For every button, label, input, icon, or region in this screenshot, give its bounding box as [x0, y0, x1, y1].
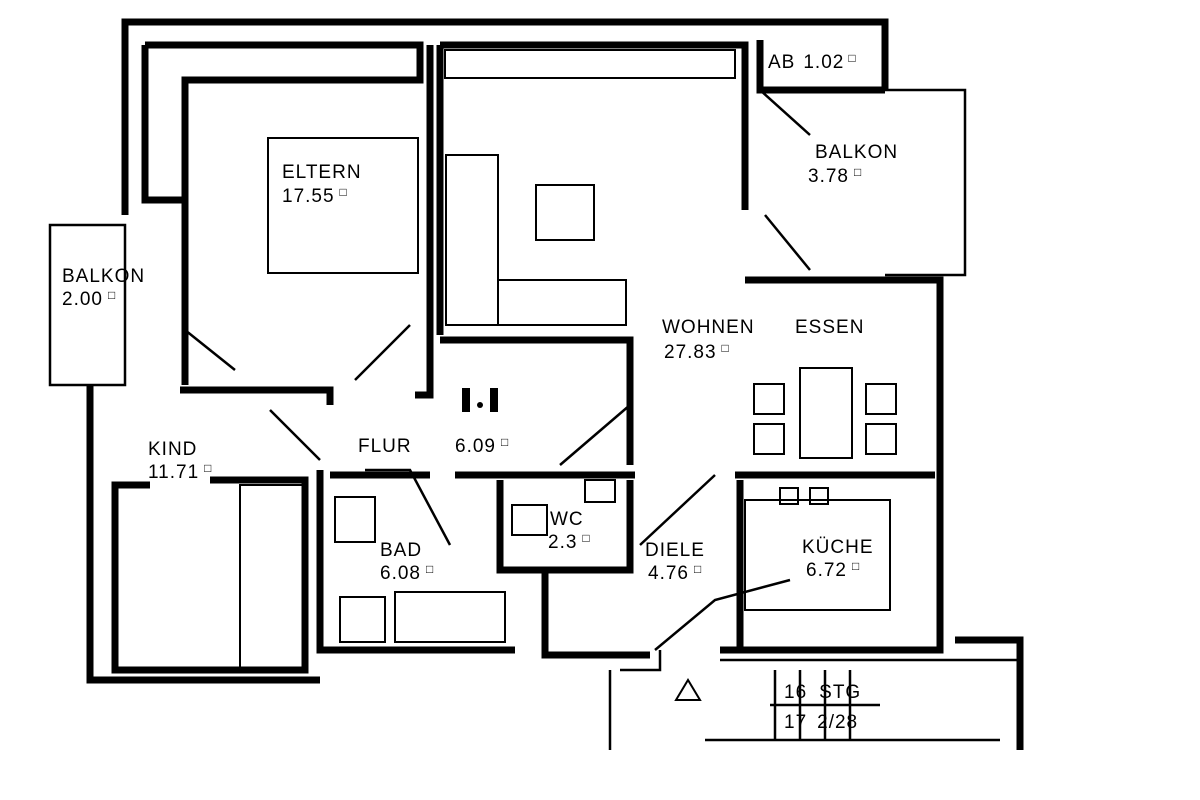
- area-wc-line: 2.3 □: [548, 531, 590, 553]
- walls: [86, 18, 1024, 750]
- area-eltern-line: 17.55 □: [282, 185, 347, 207]
- area-kind: 11.71: [148, 462, 199, 483]
- label-diele: DIELE: [645, 540, 705, 561]
- unit-symbol: □: [848, 51, 855, 65]
- area-wohnen-line: 27.83 □: [664, 341, 729, 363]
- area-diele-line: 4.76 □: [648, 562, 701, 584]
- area-kind-line: 11.71 □: [148, 461, 211, 483]
- stairs-ratio: 2/28: [817, 712, 858, 733]
- area-bad-line: 6.08 □: [380, 562, 433, 584]
- door-swings: [184, 89, 811, 651]
- balconies: [48, 88, 967, 387]
- unit-symbol: □: [204, 461, 211, 475]
- label-eltern: ELTERN: [282, 162, 362, 183]
- stairs-label: STG: [819, 682, 861, 703]
- label-bad: BAD: [380, 540, 422, 561]
- area-balkon-left: 2.00: [62, 289, 103, 310]
- area-ab: 1.02: [803, 52, 844, 73]
- unit-symbol: □: [694, 562, 701, 576]
- label-kueche: KÜCHE: [802, 537, 874, 558]
- room-labels: ELTERN 17.55 □ BALKON 2.00 □ KIND 11.71 □ F…: [62, 51, 898, 733]
- area-wc: 2.3: [548, 532, 577, 553]
- ab-line: AB 1.02 □: [768, 51, 856, 73]
- unit-symbol: □: [582, 531, 589, 545]
- label-ab: AB: [768, 52, 795, 73]
- label-wohnen: WOHNEN: [662, 317, 755, 338]
- area-flur: 6.09: [455, 436, 496, 457]
- area-diele: 4.76: [648, 563, 689, 584]
- area-balkon-right: 3.78: [808, 166, 849, 187]
- stairs-top-line: 16 STG: [784, 682, 861, 703]
- area-kueche-line: 6.72 □: [806, 559, 859, 581]
- furniture: [239, 49, 897, 740]
- unit-symbol: □: [340, 185, 347, 199]
- area-eltern: 17.55: [282, 186, 335, 207]
- unit-symbol: □: [108, 288, 115, 302]
- area-bad: 6.08: [380, 563, 421, 584]
- stairs-bottom-number: 17: [784, 712, 807, 733]
- area-wohnen: 27.83: [664, 342, 717, 363]
- unit-symbol: □: [426, 562, 433, 576]
- unit-symbol: □: [722, 341, 729, 355]
- heating-icon: [462, 388, 498, 412]
- area-flur-line: 6.09 □: [455, 435, 508, 457]
- label-wc: WC: [550, 509, 584, 530]
- entrance-triangle-icon: [674, 678, 702, 701]
- label-balkon-left: BALKON: [62, 266, 145, 287]
- label-kind: KIND: [148, 439, 197, 460]
- stairs-top-number: 16: [784, 682, 807, 703]
- unit-symbol: □: [501, 435, 508, 449]
- stairs-bottom-line: 17 2/28: [784, 712, 858, 733]
- area-balkon-left-line: 2.00 □: [62, 288, 115, 310]
- unit-symbol: □: [854, 165, 861, 179]
- area-balkon-right-line: 3.78 □: [808, 165, 861, 187]
- label-balkon-right: BALKON: [815, 142, 898, 163]
- stair-lines: [770, 670, 880, 740]
- unit-symbol: □: [852, 559, 859, 573]
- label-flur: FLUR: [358, 436, 412, 457]
- area-kueche: 6.72: [806, 560, 847, 581]
- label-essen: ESSEN: [795, 317, 864, 338]
